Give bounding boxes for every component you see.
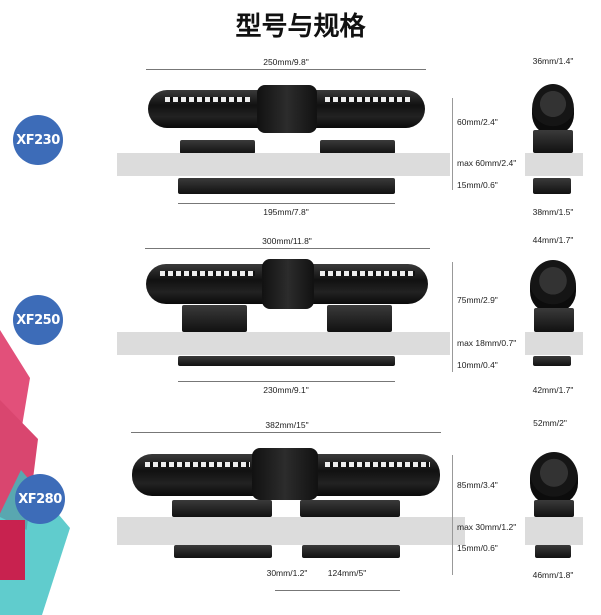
model-badge: XF230: [13, 115, 63, 165]
length-label: 382mm/15": [265, 420, 309, 430]
side-base-label: 38mm/1.5": [532, 207, 574, 217]
length-label: 300mm/11.8": [262, 236, 312, 246]
glass-panel: [117, 332, 450, 355]
pump-slots: [320, 271, 415, 276]
side-width-label: 52mm/2": [533, 418, 567, 428]
magnet-pad: [327, 305, 392, 332]
dimension-line: [452, 98, 453, 190]
dimension-line: [131, 432, 441, 433]
pump-slots: [160, 271, 255, 276]
height-label: 85mm/3.4": [457, 480, 498, 490]
side-width-label: 36mm/1.4": [532, 56, 574, 66]
glass-panel-side: [525, 332, 583, 355]
pump-slots: [325, 462, 430, 467]
magnet-pad: [180, 140, 255, 154]
max-glass-label: max 60mm/2.4": [457, 158, 517, 168]
magnet-pad: [300, 500, 400, 517]
clamp-length-label: 124mm/5": [327, 568, 367, 578]
clamp-length-label: 195mm/7.8": [263, 207, 309, 217]
pump-slots: [325, 97, 410, 102]
dimension-line: [452, 262, 453, 372]
height-label: 75mm/2.9": [457, 295, 498, 305]
pump-hub: [257, 85, 317, 133]
side-clamp: [533, 356, 571, 366]
max-glass-label: max 18mm/0.7": [457, 338, 517, 348]
clamp-length-label: 230mm/9.1": [263, 385, 309, 395]
glass-panel-side: [525, 153, 583, 176]
pump-side-view: [530, 260, 576, 312]
glass-panel: [117, 517, 465, 545]
dimension-line: [146, 69, 426, 70]
max-glass-label: max 30mm/1.2": [457, 522, 517, 532]
magnet-pad: [320, 140, 395, 154]
side-mount: [533, 130, 573, 153]
page-title: 型号与规格: [235, 12, 366, 42]
height-label: 60mm/2.4": [457, 117, 498, 127]
side-base-label: 42mm/1.7": [532, 385, 574, 395]
model-badge: XF250: [13, 295, 63, 345]
clamp-thickness-label: 15mm/0.6": [457, 180, 498, 190]
outer-clamp: [178, 356, 395, 366]
side-base-label: 46mm/1.8": [532, 570, 574, 580]
dimension-line: [275, 590, 400, 591]
outer-clamp: [178, 178, 395, 194]
pump-side-view: [532, 84, 574, 134]
pump-hub: [252, 448, 318, 500]
decor-red-shape: [0, 520, 25, 580]
glass-panel-side: [525, 517, 583, 545]
side-clamp: [533, 178, 571, 194]
side-clamp: [535, 545, 571, 558]
glass-panel: [117, 153, 450, 176]
clamp-thickness-label: 15mm/0.6": [457, 543, 498, 553]
pump-slots: [145, 462, 250, 467]
side-mount: [534, 308, 574, 332]
model-badge: XF280: [15, 474, 65, 524]
side-mount: [534, 500, 574, 517]
dimension-line: [145, 248, 430, 249]
clamp-thickness-label: 10mm/0.4": [457, 360, 498, 370]
length-label: 250mm/9.8": [263, 57, 309, 67]
pump-hub: [262, 259, 314, 309]
clamp-gap-label: 30mm/1.2": [266, 568, 308, 578]
pump-slots: [165, 97, 250, 102]
dimension-line: [452, 455, 453, 575]
magnet-pad: [182, 305, 247, 332]
outer-clamp: [174, 545, 272, 558]
magnet-pad: [172, 500, 272, 517]
pump-side-view: [530, 452, 578, 504]
outer-clamp: [302, 545, 400, 558]
dimension-line: [178, 381, 395, 382]
side-width-label: 44mm/1.7": [532, 235, 574, 245]
dimension-line: [178, 203, 395, 204]
